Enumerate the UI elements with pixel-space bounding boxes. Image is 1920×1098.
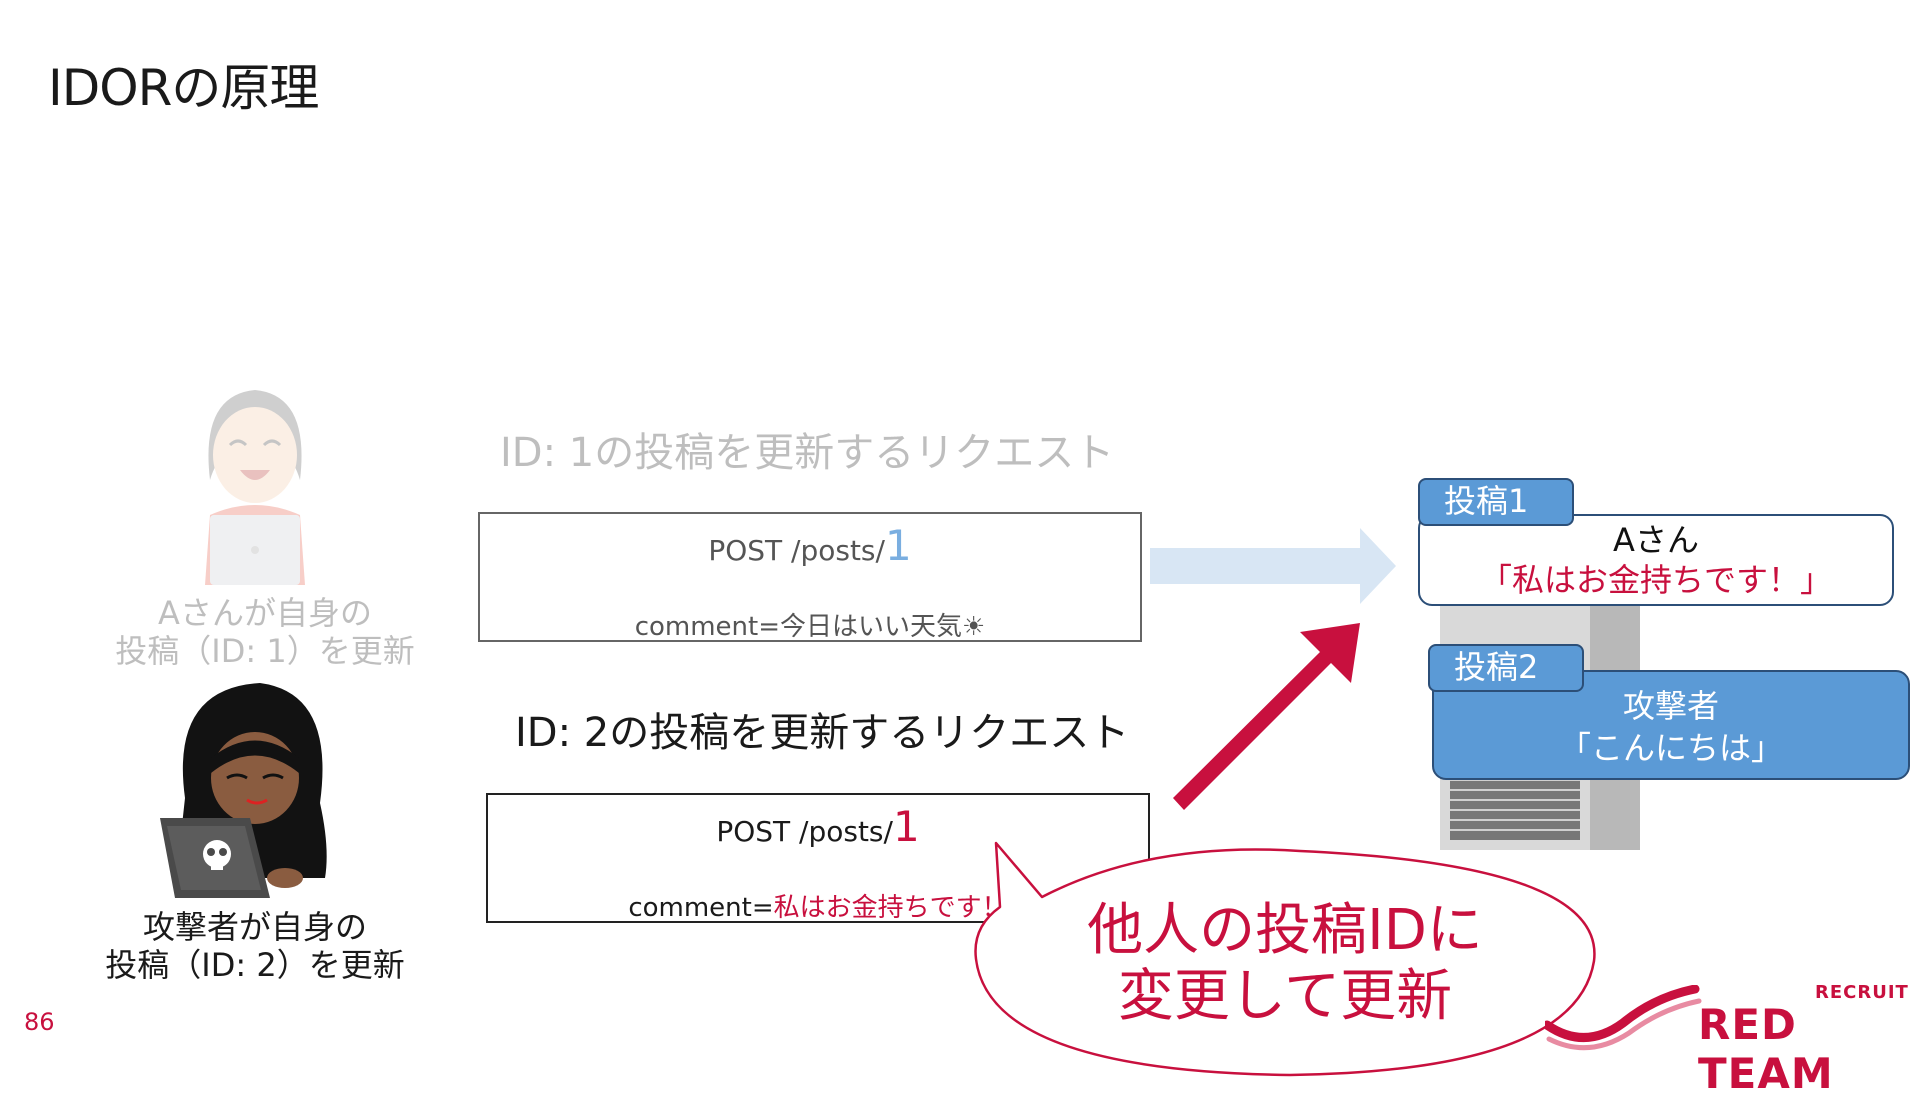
request-1-id: 1 bbox=[884, 521, 912, 570]
request-2-body: comment=私はお金持ちです！ bbox=[488, 887, 1148, 924]
post-1-author: Aさん bbox=[1613, 521, 1699, 559]
callout-text: 他人の投稿IDに 変更して更新 bbox=[985, 898, 1585, 1030]
skull-icon bbox=[203, 840, 231, 870]
woman-with-laptop-icon bbox=[205, 390, 305, 585]
request-2-heading: ID: 2の投稿を更新するリクエスト bbox=[515, 710, 1130, 756]
callout-line1: 他人の投稿IDに bbox=[1087, 898, 1483, 963]
request-1-body-value: 今日はいい天気☀ bbox=[780, 612, 986, 642]
request-1-path-text: POST /posts/ bbox=[708, 534, 885, 567]
victim-caption-line2: 投稿（ID: 1）を更新 bbox=[115, 632, 415, 670]
attacker-caption-line1: 攻撃者が自身の bbox=[142, 908, 367, 946]
victim-caption-line1: Aさんが自身の bbox=[158, 594, 372, 632]
request-1-path: POST /posts/1 bbox=[480, 525, 1140, 568]
red-team-swoosh-icon bbox=[1545, 985, 1702, 1051]
attack-arrow bbox=[1173, 623, 1360, 810]
request-1-body: comment=今日はいい天気☀ bbox=[480, 606, 1140, 643]
request-1-body-prefix: comment= bbox=[634, 612, 780, 642]
logo-recruit-text: RECRUIT bbox=[1815, 982, 1909, 1003]
post-2-tag: 投稿2 bbox=[1428, 644, 1584, 692]
post-2-content: 「こんにちは」 bbox=[1558, 729, 1783, 767]
request-2-body-value: 私はお金持ちです！ bbox=[773, 893, 1008, 923]
slide-title: IDORの原理 bbox=[48, 59, 319, 117]
logo-red-team-text: RED TEAM bbox=[1698, 1000, 1834, 1098]
request-2-path-text: POST /posts/ bbox=[716, 815, 893, 848]
post-1-card: Aさん 「私はお金持ちです！」 bbox=[1418, 514, 1894, 606]
request-1-heading: ID: 1の投稿を更新するリクエスト bbox=[500, 430, 1115, 476]
attacker-illustration bbox=[155, 678, 345, 898]
victim-illustration bbox=[190, 385, 320, 585]
attacker-caption-line2: 投稿（ID: 2）を更新 bbox=[105, 946, 405, 984]
request-1-box: POST /posts/1 comment=今日はいい天気☀ bbox=[478, 512, 1142, 642]
request-2-id: 1 bbox=[892, 802, 920, 851]
attacker-caption: 攻撃者が自身の 投稿（ID: 2）を更新 bbox=[90, 908, 420, 984]
post-1-content: 「私はお金持ちです！」 bbox=[1479, 561, 1832, 599]
callout-line2: 変更して更新 bbox=[1117, 964, 1453, 1029]
post-1-tag: 投稿1 bbox=[1418, 478, 1574, 526]
hooded-hacker-icon bbox=[160, 683, 327, 898]
request-2-path: POST /posts/1 bbox=[488, 806, 1148, 849]
page-number: 86 bbox=[24, 1008, 55, 1036]
callout-bubble bbox=[974, 841, 1596, 1077]
request-2-body-prefix: comment= bbox=[628, 893, 774, 923]
post-2-author: 攻撃者 bbox=[1622, 687, 1719, 725]
victim-caption: Aさんが自身の 投稿（ID: 1）を更新 bbox=[100, 594, 430, 670]
request-1-arrow bbox=[1150, 528, 1396, 604]
